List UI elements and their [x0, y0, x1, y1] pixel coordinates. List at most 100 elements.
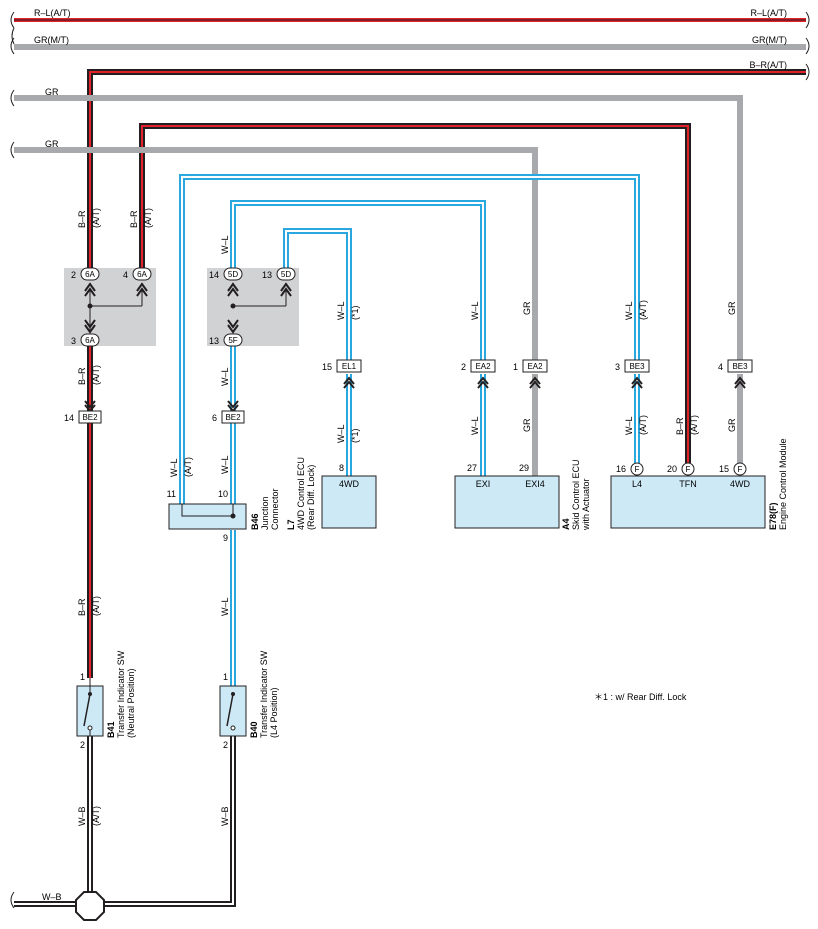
svg-text:2: 2 — [223, 740, 228, 750]
wire-br-at-main — [87, 69, 806, 678]
svg-text:F: F — [635, 465, 640, 474]
term-exi4: EXI4 — [525, 479, 545, 489]
svg-text:4WD Control ECU: 4WD Control ECU — [296, 457, 306, 530]
wire-wb — [14, 735, 236, 907]
svg-text:1: 1 — [513, 362, 518, 372]
svg-text:1: 1 — [223, 672, 228, 682]
chevron-up-icon — [529, 376, 541, 389]
switch-b41 — [76, 678, 104, 737]
connector-f-4wd: F 15 — [719, 462, 747, 476]
svg-text:F: F — [686, 465, 691, 474]
chevron-down-icon — [227, 319, 239, 334]
svg-text:W–L: W–L — [470, 301, 480, 320]
connector-6a-pin4: 6A 4 — [123, 267, 152, 281]
term-4wd: 4WD — [339, 479, 360, 489]
svg-text:(Neutral Position): (Neutral Position) — [126, 668, 136, 738]
svg-text:6A: 6A — [85, 336, 95, 345]
svg-text:(A/T): (A/T) — [638, 415, 648, 435]
svg-text:BE3: BE3 — [629, 362, 645, 371]
svg-text:EA2: EA2 — [527, 362, 543, 371]
chevron-up-icon — [734, 376, 746, 389]
svg-text:W–L: W–L — [220, 367, 230, 386]
connector-ea2-pin2: EA2 2 — [461, 359, 496, 373]
svg-text:(*1): (*1) — [350, 428, 360, 443]
svg-text:(A/T): (A/T) — [91, 596, 101, 616]
term-4wd-ecm: 4WD — [730, 479, 751, 489]
svg-text:15: 15 — [322, 362, 332, 372]
chevron-up-icon — [343, 376, 355, 389]
term-l4: L4 — [632, 479, 642, 489]
connector-ea2-pin1: EA2 1 — [513, 359, 548, 373]
svg-text:(A/T): (A/T) — [143, 208, 153, 228]
svg-text:GR: GR — [727, 301, 737, 315]
svg-text:9: 9 — [223, 533, 228, 543]
svg-text:(A/T): (A/T) — [689, 415, 699, 435]
connector-be2-left: BE2 14 — [64, 410, 102, 424]
ecu-skid-control-box — [454, 475, 560, 529]
svg-text:GR: GR — [727, 418, 737, 432]
svg-text:13: 13 — [209, 336, 219, 346]
svg-text:8: 8 — [339, 463, 344, 473]
svg-text:W–B: W–B — [77, 806, 87, 826]
svg-text:E78(F): E78(F) — [768, 502, 778, 530]
svg-text:(A/T): (A/T) — [91, 208, 101, 228]
label-gr-2: GR — [45, 139, 59, 149]
svg-text:5D: 5D — [228, 270, 238, 279]
svg-text:6: 6 — [212, 413, 217, 423]
svg-text:2: 2 — [80, 740, 85, 750]
svg-text:13: 13 — [262, 270, 272, 280]
wire-gr-ea2 — [14, 147, 538, 360]
connector-5f-pin13: 5F 13 — [209, 333, 243, 347]
wire-gr-be3 — [14, 95, 743, 360]
svg-text:BE2: BE2 — [225, 413, 241, 422]
svg-text:B–R: B–R — [675, 417, 685, 435]
svg-text:W–L: W–L — [470, 416, 480, 435]
svg-text:3: 3 — [71, 336, 76, 346]
svg-text:B–R: B–R — [77, 210, 87, 228]
term-tfn: TFN — [679, 479, 697, 489]
chevron-up-icon — [280, 282, 292, 297]
svg-text:BE2: BE2 — [82, 413, 98, 422]
svg-text:14: 14 — [64, 413, 74, 423]
connector-5d-pin14: 5D 14 — [209, 267, 243, 281]
connector-el1: EL1 15 — [322, 359, 362, 373]
svg-text:W–L: W–L — [220, 597, 230, 616]
svg-text:27: 27 — [467, 463, 477, 473]
connector-be2-right: BE2 6 — [212, 410, 245, 424]
connector-be3-pin3: BE3 3 — [615, 359, 650, 373]
svg-text:Transfer Indicator SW: Transfer Indicator SW — [259, 650, 269, 738]
svg-text:20: 20 — [667, 464, 677, 474]
svg-text:W–L: W–L — [169, 458, 179, 477]
svg-text:EL1: EL1 — [342, 362, 357, 371]
svg-text:BE3: BE3 — [732, 362, 748, 371]
junction-block-6a — [64, 268, 156, 346]
svg-text:W–L: W–L — [336, 301, 346, 320]
svg-text:B46: B46 — [250, 513, 260, 530]
connector-f-l4: F 16 — [616, 462, 644, 476]
svg-text:B–R: B–R — [129, 210, 139, 228]
label-rl-at-right: R–L(A/T) — [750, 8, 787, 18]
wire-br-tfn — [139, 123, 691, 463]
chevron-up-icon — [84, 282, 96, 297]
svg-text:W–L: W–L — [220, 455, 230, 474]
svg-text:29: 29 — [519, 463, 529, 473]
svg-text:(A/T): (A/T) — [183, 457, 193, 477]
svg-text:2: 2 — [71, 270, 76, 280]
svg-text:(A/T): (A/T) — [638, 300, 648, 320]
svg-text:5D: 5D — [281, 270, 291, 279]
chevron-down-icon — [84, 319, 96, 334]
svg-text:L7: L7 — [286, 519, 296, 530]
term-exi: EXI — [476, 479, 491, 489]
label-wb-ground: W–B — [42, 892, 62, 902]
svg-text:14: 14 — [209, 270, 219, 280]
svg-text:A4: A4 — [561, 518, 571, 530]
wire-break-left — [10, 11, 15, 909]
wire-wl-4wd-ecu — [283, 228, 352, 476]
svg-text:B–R: B–R — [77, 367, 87, 385]
svg-text:11: 11 — [167, 489, 176, 499]
component-name-labels: B46 Junction Connector L7 4WD Control EC… — [106, 438, 788, 738]
svg-text:2: 2 — [461, 362, 466, 372]
svg-text:with Actuator: with Actuator — [581, 478, 591, 531]
connector-be3-pin4: BE3 4 — [718, 359, 753, 373]
svg-text:Connector: Connector — [270, 488, 280, 530]
